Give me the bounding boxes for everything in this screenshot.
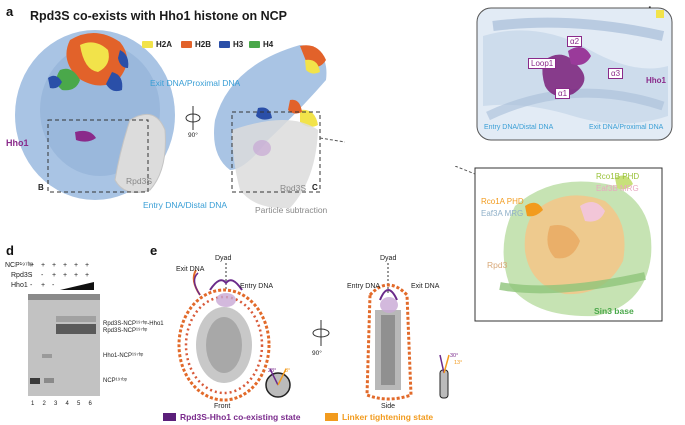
- legend-h3-swatch: [219, 41, 230, 48]
- d-sign-r0-c5: +: [85, 262, 90, 269]
- e-legend-label-1: Rpd3S-Hho1 co-existing state: [180, 412, 301, 422]
- legend-h3-label: H3: [233, 40, 244, 49]
- d-sign-r2-c0: -: [30, 282, 33, 289]
- e-legend-swatch-2: [325, 413, 338, 421]
- d-band-top1: Rpd3S-NCP¹⁹⁷ᵇᵖ-Hho1: [103, 321, 164, 327]
- d-sign-r2-c1: +: [41, 282, 46, 289]
- e-exit-left: Exit DNA: [176, 266, 205, 273]
- a-box-c-label: C: [312, 183, 318, 192]
- a-rpd3s-left-label: Rpd3S: [126, 176, 152, 186]
- a-particle-sub-label: Particle subtraction: [255, 205, 328, 215]
- a-entry-dna-label: Entry DNA/Distal DNA: [143, 200, 228, 210]
- e-front-model: [177, 263, 291, 402]
- d-lane-number: 6: [88, 401, 92, 407]
- panel-c-map: [455, 166, 663, 322]
- d-sign-r1-c0: -: [30, 272, 33, 279]
- d-sign-r0-c1: +: [41, 262, 46, 269]
- e-exit-right: Exit DNA: [411, 283, 440, 290]
- c-sin3-label: Sin3 base: [594, 306, 634, 316]
- e-entry-left: Entry DNA: [240, 283, 274, 290]
- panel-e-letter: e: [150, 243, 158, 258]
- c-rco1b-label: Rco1B PHD: [596, 172, 640, 181]
- d-ramp-triangle: [60, 282, 94, 290]
- b-entry-dna-label: Entry DNA/Distal DNA: [484, 124, 554, 131]
- legend-h4-swatch: [249, 41, 260, 48]
- panel-a-map: [15, 30, 345, 209]
- a-rotation-label: 90°: [188, 132, 198, 139]
- a-exit-dna-label: Exit DNA/Proximal DNA: [150, 78, 241, 88]
- d-lane-number: 5: [77, 401, 81, 407]
- e-angle1: 28°: [268, 368, 277, 374]
- panel-a-title: Rpd3S co-exists with Hho1 histone on NCP: [30, 9, 287, 23]
- b-alpha2-label: α2: [567, 36, 583, 47]
- b-hho1-label: Hho1: [646, 76, 666, 85]
- legend-h2b-label: H2B: [195, 40, 212, 49]
- a-hho1-label: Hho1: [6, 138, 29, 148]
- legend-h2a-label: H2A: [156, 40, 173, 49]
- e-side-label: Side: [381, 403, 396, 410]
- e-angle3: 30°: [450, 353, 459, 359]
- e-rotation-symbol: [312, 320, 330, 346]
- d-sign-r1-c1: -: [41, 272, 44, 279]
- e-dyad-right: Dyad: [380, 255, 397, 262]
- d-band-top2: Rpd3S-NCP¹⁹⁷ᵇᵖ: [103, 328, 148, 334]
- d-sign-r1-c5: +: [85, 272, 90, 279]
- d-sign-r0-c2: +: [52, 262, 57, 269]
- panel-a-letter: a: [6, 4, 14, 19]
- d-sign-r1-c4: +: [74, 272, 79, 279]
- b-loop1-label: Loop1: [528, 58, 557, 69]
- d-band-mid: Hho1-NCP¹⁹⁷ᵇᵖ: [103, 353, 144, 359]
- d-lane-number: 1: [31, 401, 35, 407]
- a-rpd3s-right-label: Rpd3S: [280, 183, 306, 193]
- d-lane-number: 4: [65, 401, 69, 407]
- c-rco1a-label: Rco1A PHD: [481, 197, 524, 206]
- e-angle2: 8°: [285, 368, 291, 374]
- e-legend-swatch-1: [163, 413, 176, 421]
- e-entry-right: Entry DNA: [347, 283, 381, 290]
- e-dyad-left: Dyad: [215, 255, 232, 262]
- e-rotation-label: 90°: [312, 350, 322, 357]
- b-exit-dna-label: Exit DNA/Proximal DNA: [589, 124, 664, 131]
- b-alpha3-label: α3: [608, 68, 624, 79]
- d-lane-number: 3: [54, 401, 58, 407]
- a-box-b-label: B: [38, 183, 44, 192]
- d-sign-r0-c3: +: [63, 262, 68, 269]
- c-eaf3a-label: Eaf3A MRG: [481, 209, 524, 218]
- e-angle4: 13°: [454, 360, 463, 366]
- d-sign-r0-c0: +: [30, 262, 35, 269]
- d-band-bottom: NCP¹⁹⁷ᵇᵖ: [103, 378, 127, 384]
- c-eaf3b-label: Eaf3B MRG: [596, 184, 639, 193]
- d-row-hho1-label: Hho1: [11, 282, 28, 289]
- d-gel: [28, 294, 100, 396]
- legend-h2a-swatch: [142, 41, 153, 48]
- d-sign-r2-c2: -: [52, 282, 55, 289]
- legend-h2b-swatch: [181, 41, 192, 48]
- panel-d-letter: d: [6, 243, 14, 258]
- legend-h4-label: H4: [263, 40, 274, 49]
- e-side-model: [365, 263, 450, 401]
- d-sign-r0-c4: +: [74, 262, 79, 269]
- d-sign-r1-c3: +: [63, 272, 68, 279]
- e-front-label: Front: [214, 403, 231, 410]
- b-alpha1-label: α1: [555, 88, 571, 99]
- d-lane-number: 2: [42, 401, 46, 407]
- e-legend-label-2: Linker tightening state: [342, 412, 434, 422]
- d-sign-r1-c2: +: [52, 272, 57, 279]
- panel-b-map: [476, 7, 673, 141]
- d-row-rpd3s-label: Rpd3S: [11, 272, 33, 279]
- c-rpd3-label: Rpd3: [487, 260, 508, 270]
- d-row-ncp-label: NCP¹⁹⁷ᵇᵖ: [5, 262, 33, 269]
